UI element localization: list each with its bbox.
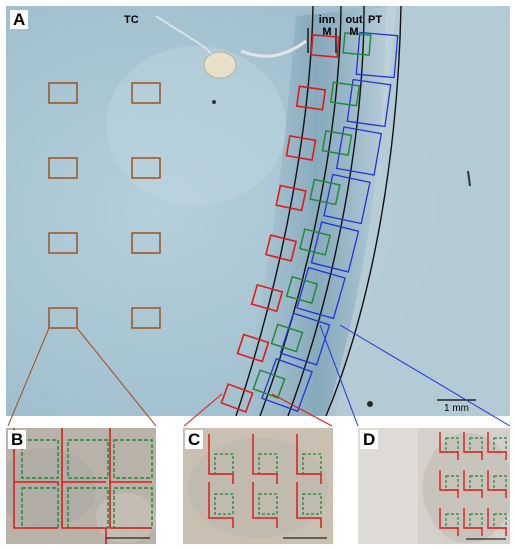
panel-a-image: A TC inn M out M PT 1 mm [6, 6, 510, 416]
outer-boxes [252, 32, 372, 399]
region-pt-label: PT [368, 14, 383, 26]
panel-a-label: A [10, 10, 29, 29]
inner-label-top: inn [318, 14, 336, 26]
panel-b-overlay [6, 428, 156, 544]
outer-label-bottom: M [349, 26, 359, 38]
region-outer-m-label: out M [342, 14, 366, 38]
region-tc-label: TC [124, 14, 139, 26]
panel-b-label: B [8, 430, 27, 449]
panel-b-image: B [6, 428, 156, 544]
panel-c-image: C [183, 428, 333, 544]
scale-text-a: 1 mm [444, 403, 469, 414]
panel-c-label: C [185, 430, 204, 449]
panel-a-overlay [6, 6, 510, 416]
panel-d-overlay [358, 428, 510, 544]
panel-d-label: D [360, 430, 379, 449]
region-inner-m-label: inn M [314, 14, 340, 38]
panel-d-image: D [358, 428, 510, 544]
panel-c-overlay [183, 428, 333, 544]
inner-label-bottom: M [322, 26, 332, 38]
outer-label-top: out [345, 14, 363, 26]
pt-boxes [261, 31, 399, 413]
tc-boxes [48, 82, 161, 329]
inner-boxes [220, 34, 340, 413]
